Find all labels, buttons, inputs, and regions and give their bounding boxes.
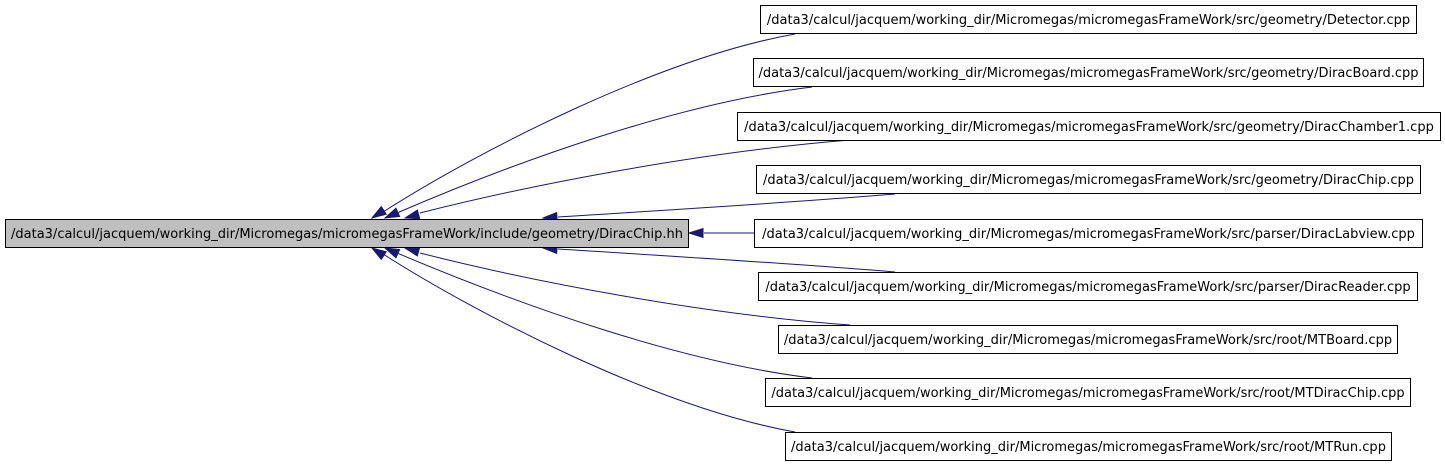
dependent-node[interactable]: /data3/calcul/jacquem/working_dir/Microm… bbox=[785, 432, 1392, 461]
node-box bbox=[760, 5, 1417, 34]
dependent-node[interactable]: /data3/calcul/jacquem/working_dir/Microm… bbox=[753, 58, 1424, 87]
dependent-node[interactable]: /data3/calcul/jacquem/working_dir/Microm… bbox=[758, 272, 1418, 301]
edge-line bbox=[396, 86, 813, 214]
edge-arrowhead bbox=[403, 209, 421, 220]
node-box bbox=[758, 272, 1418, 301]
edge-line bbox=[396, 252, 813, 379]
edge-line bbox=[419, 252, 851, 326]
dependency-edge bbox=[370, 33, 796, 219]
node-label: /data3/calcul/jacquem/working_dir/Microm… bbox=[763, 173, 1414, 188]
node-label: /data3/calcul/jacquem/working_dir/Microm… bbox=[767, 13, 1410, 28]
edge-arrowhead bbox=[383, 247, 401, 259]
node-label: /data3/calcul/jacquem/working_dir/Microm… bbox=[771, 386, 1404, 401]
node-label: /data3/calcul/jacquem/working_dir/Microm… bbox=[784, 333, 1392, 348]
dependency-edge bbox=[383, 86, 813, 219]
edge-line bbox=[557, 193, 896, 218]
node-box bbox=[5, 219, 689, 248]
edge-arrowhead bbox=[403, 246, 421, 257]
node-label: /data3/calcul/jacquem/working_dir/Microm… bbox=[765, 280, 1410, 295]
edge-line bbox=[419, 139, 851, 214]
dependent-node[interactable]: /data3/calcul/jacquem/working_dir/Microm… bbox=[737, 112, 1441, 141]
dependency-edge bbox=[541, 193, 896, 223]
dependency-edge bbox=[370, 247, 796, 433]
edge-line bbox=[557, 248, 896, 273]
edge-arrowhead bbox=[370, 205, 387, 219]
dependency-edge bbox=[383, 247, 813, 379]
edge-arrowhead bbox=[383, 207, 401, 219]
edge-line bbox=[382, 33, 796, 213]
edge-arrowhead bbox=[687, 227, 704, 239]
node-box bbox=[765, 378, 1411, 407]
dependent-node[interactable]: /data3/calcul/jacquem/working_dir/Microm… bbox=[760, 5, 1417, 34]
node-label: /data3/calcul/jacquem/working_dir/Microm… bbox=[11, 227, 683, 242]
dependency-edge bbox=[403, 139, 851, 220]
nodes-layer: /data3/calcul/jacquem/working_dir/Microm… bbox=[5, 5, 1441, 461]
node-box bbox=[756, 165, 1421, 194]
dependent-node[interactable]: /data3/calcul/jacquem/working_dir/Microm… bbox=[756, 165, 1421, 194]
node-box bbox=[753, 58, 1424, 87]
dependent-node[interactable]: /data3/calcul/jacquem/working_dir/Microm… bbox=[754, 219, 1423, 248]
node-label: /data3/calcul/jacquem/working_dir/Microm… bbox=[744, 120, 1434, 135]
dependency-edge bbox=[541, 243, 896, 273]
root-node[interactable]: /data3/calcul/jacquem/working_dir/Microm… bbox=[5, 219, 689, 248]
node-label: /data3/calcul/jacquem/working_dir/Microm… bbox=[758, 66, 1418, 81]
edge-line bbox=[382, 253, 796, 433]
node-box bbox=[778, 325, 1398, 354]
node-label: /data3/calcul/jacquem/working_dir/Microm… bbox=[791, 440, 1386, 455]
dependent-node[interactable]: /data3/calcul/jacquem/working_dir/Microm… bbox=[778, 325, 1398, 354]
edge-arrowhead bbox=[370, 247, 387, 261]
dependency-edge bbox=[687, 227, 754, 239]
dependent-node[interactable]: /data3/calcul/jacquem/working_dir/Microm… bbox=[765, 378, 1411, 407]
node-label: /data3/calcul/jacquem/working_dir/Microm… bbox=[762, 227, 1415, 242]
node-box bbox=[785, 432, 1392, 461]
node-box bbox=[754, 219, 1423, 248]
node-box bbox=[737, 112, 1441, 141]
